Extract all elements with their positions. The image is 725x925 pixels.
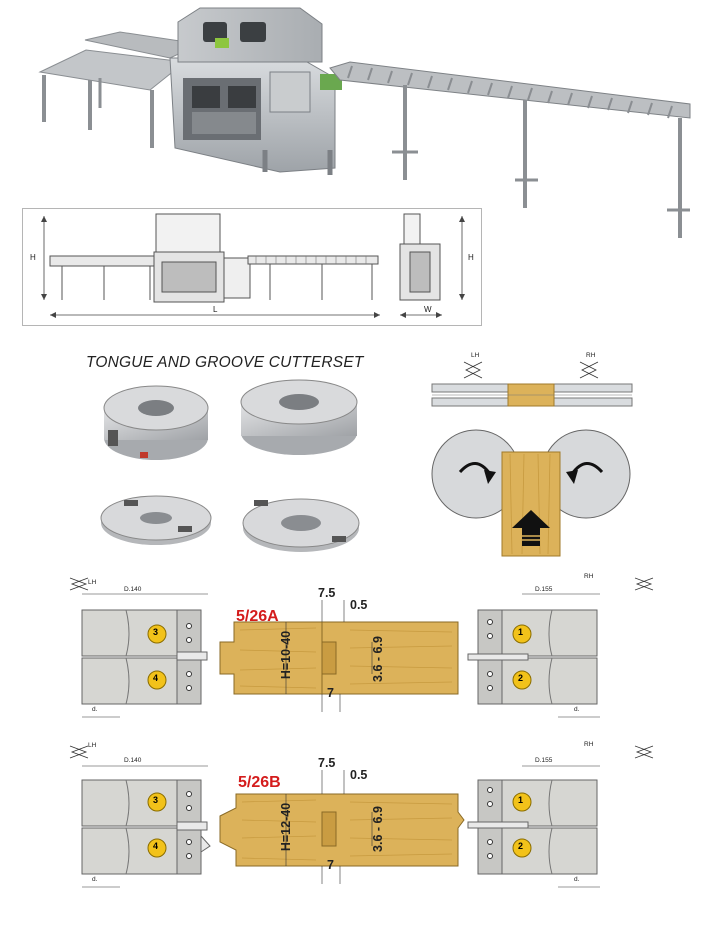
profile-b-drawing [69, 745, 654, 888]
profile-b-left-diameter: D.140 [124, 757, 142, 764]
profile-a-code: 5/26A [236, 608, 279, 625]
profile-a-cutter-1: 1 [518, 627, 524, 637]
profile-a-rh-label: RH [584, 573, 594, 580]
profile-a-height: H=10-40 [279, 630, 294, 680]
profile-a-cutter-4: 4 [153, 673, 159, 683]
profile-a-depth: 3.6 - 6.9 [370, 636, 385, 682]
height-label-left: H [30, 253, 36, 262]
profile-a-d-left: d. [92, 706, 98, 713]
profile-a-lh-label: LH [88, 579, 97, 586]
profile-a-bottom-width: 7 [327, 686, 334, 700]
profile-b-bottom-width: 7 [327, 858, 334, 872]
cutterset-title: TONGUE AND GROOVE CUTTERSET [86, 354, 364, 371]
cutterset-photo [100, 379, 360, 552]
profile-b-code: 5/26B [238, 774, 281, 791]
profile-b-lh-label: LH [88, 742, 97, 749]
profile-a-drawing [69, 577, 654, 718]
profile-a-top-gap: 0.5 [350, 598, 368, 612]
profile-b-cutter-1: 1 [518, 795, 524, 805]
profile-b-d-left: d. [92, 876, 98, 883]
profile-a-d-right: d. [574, 706, 580, 713]
profile-a-left-diameter: D.140 [124, 586, 142, 593]
profile-a-right-diameter: D.155 [535, 586, 553, 593]
feed-diagram [431, 361, 633, 557]
profile-a-cutter-2: 2 [518, 673, 524, 683]
length-label: L [213, 305, 218, 314]
profile-b-cutter-4: 4 [153, 841, 159, 851]
profile-b-depth: 3.6 - 6.9 [370, 806, 385, 852]
height-label-right: H [468, 253, 474, 262]
profile-b-cutter-3: 3 [153, 795, 159, 805]
machine-photo [38, 7, 691, 238]
profile-b-top-gap: 0.5 [350, 768, 368, 782]
profile-a-top-width: 7.5 [318, 586, 336, 600]
profile-b-cutter-2: 2 [518, 841, 524, 851]
profile-b-d-right: d. [574, 876, 580, 883]
width-label: W [424, 305, 432, 314]
layout-drawing [22, 208, 482, 326]
feed-lh-label: LH [471, 352, 480, 359]
feed-rh-label: RH [586, 352, 596, 359]
profile-b-right-diameter: D.155 [535, 757, 553, 764]
profile-a-cutter-3: 3 [153, 627, 159, 637]
profile-b-top-width: 7.5 [318, 756, 336, 770]
profile-b-height: H=12-40 [279, 802, 294, 852]
profile-b-rh-label: RH [584, 741, 594, 748]
